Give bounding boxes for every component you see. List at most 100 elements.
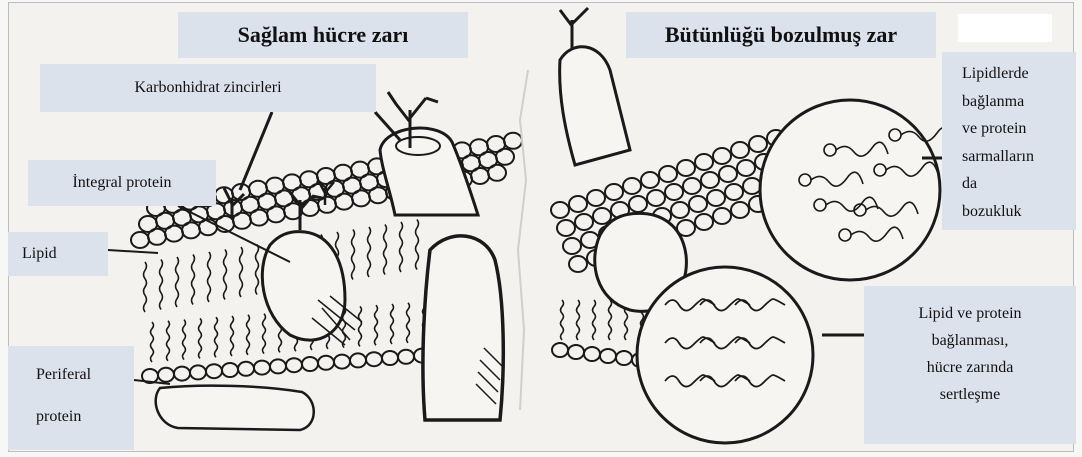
lipid-head [266, 178, 284, 194]
lipid-tail [416, 220, 419, 270]
lipid-head-damaged [575, 214, 593, 230]
lipid-head-lower [286, 358, 302, 372]
lipid-head-damaged [623, 178, 641, 194]
lipid-tail [240, 247, 243, 297]
transmembrane-protein [423, 236, 503, 420]
lipid-head-damaged [629, 196, 647, 212]
lipid-head [283, 174, 301, 190]
lipid-head-damaged-lower [568, 345, 584, 359]
lipid-tail [192, 255, 195, 305]
lipid-head-lower [190, 365, 206, 379]
lipid-head-damaged [569, 256, 587, 272]
lipid-tail-lower [263, 314, 266, 354]
lipid-tail-lower [183, 320, 186, 360]
lipid-tail [368, 227, 371, 277]
disorder-line: sarmalların [962, 143, 1076, 171]
label-lipid-disorder: Lipidlerde bağlanma ve protein sarmallar… [942, 52, 1076, 230]
lipid-head [334, 165, 352, 181]
lipid-head-damaged [659, 166, 677, 182]
lipid-head-damaged [605, 184, 623, 200]
lipid-tail [176, 257, 179, 307]
lipid-head-damaged [695, 214, 713, 230]
lipid-head [139, 216, 157, 232]
disorder-line: ve protein [962, 115, 1076, 143]
label-lipid: Lipid [8, 232, 108, 276]
lipid-head [131, 232, 149, 248]
channel-protein-pore [396, 137, 440, 155]
pointer-line-lipid [108, 250, 158, 253]
lipid-head-damaged [551, 202, 569, 218]
lipid-tail-lower [247, 315, 250, 355]
lipid-tail-lower [215, 317, 218, 357]
lipid-head-lower [382, 351, 398, 365]
binding-line: Lipid ve protein [864, 300, 1076, 327]
lipid-head-damaged-lower [600, 349, 616, 363]
lipid-head-damaged [713, 148, 731, 164]
damaged-chain [560, 8, 588, 50]
left-panel-title: Sağlam hücre zarı [178, 12, 468, 58]
lipid-tail [256, 245, 259, 295]
lipid-head-damaged [641, 172, 659, 188]
lipid-tail [224, 250, 227, 300]
lipid-head-damaged [743, 178, 761, 194]
lipid-head-damaged [737, 160, 755, 176]
lipid-tail-damaged [593, 300, 596, 340]
lipid-tail-lower [167, 321, 170, 361]
lipid-head [351, 162, 369, 178]
lipid-head-lower [350, 353, 366, 367]
blank-box [958, 14, 1052, 42]
binding-line: bağlanması, [864, 327, 1076, 354]
lipid-head-damaged [713, 208, 731, 224]
lipid-head-damaged [725, 184, 743, 200]
lipid-head-lower [174, 367, 190, 381]
lipid-head [300, 171, 318, 187]
binding-line: sertleşme [864, 381, 1076, 408]
binding-inset-circle [637, 267, 813, 443]
lipid-head [470, 139, 488, 155]
lipid-head-damaged-lower [616, 351, 632, 365]
lipid-tail-lower [359, 306, 362, 346]
disorder-inset-circle [760, 100, 940, 280]
lipid-tail-lower [151, 322, 154, 362]
lipid-head-damaged [563, 238, 581, 254]
lipid-head-lower [334, 355, 350, 369]
lipid-head-damaged [677, 160, 695, 176]
lipid-tail-lower [231, 316, 234, 356]
lipid-head-damaged [557, 220, 575, 236]
lipid-head-damaged [647, 190, 665, 206]
lipid-head [487, 136, 505, 152]
lipid-head-damaged [701, 172, 719, 188]
lipid-head-damaged [671, 202, 689, 218]
lipid-head-damaged-lower [552, 343, 568, 357]
label-peripheral-protein: Periferal protein [8, 346, 134, 450]
lipid-head-lower [206, 364, 222, 378]
disorder-line: bozukluk [962, 198, 1076, 226]
lipid-tail-damaged [561, 300, 564, 340]
lipid-tail [400, 222, 403, 272]
lipid-tail [144, 262, 147, 312]
label-carbohydrate-chains: Karbonhidrat zincirleri [40, 64, 376, 112]
lipid-head-damaged [707, 190, 725, 206]
lipid-tail-lower [199, 318, 202, 358]
lipid-tail [160, 260, 163, 310]
lipid-head-damaged [665, 184, 683, 200]
lipid-head-damaged [593, 208, 611, 224]
peripheral-protein-shape [156, 386, 314, 430]
label-peripheral-line2: protein [36, 396, 134, 438]
lipid-head-damaged [749, 136, 767, 152]
lipid-head-lower [254, 361, 270, 375]
lipid-tail [208, 252, 211, 302]
lipid-head-damaged [731, 142, 749, 158]
lipid-head-damaged [683, 178, 701, 194]
lipid-head-damaged-lower [584, 347, 600, 361]
lipid-head-lower [270, 359, 286, 373]
pointer-line-integral [178, 206, 290, 262]
carbohydrate-chain-2 [288, 190, 322, 230]
lipid-head-damaged [695, 154, 713, 170]
disorder-line: Lipidlerde [962, 60, 1076, 88]
lipid-head-lower [398, 350, 414, 364]
lipid-tail [352, 230, 355, 280]
lipid-tail [384, 225, 387, 275]
lipid-head-damaged [719, 166, 737, 182]
lipid-tail-lower [375, 305, 378, 345]
